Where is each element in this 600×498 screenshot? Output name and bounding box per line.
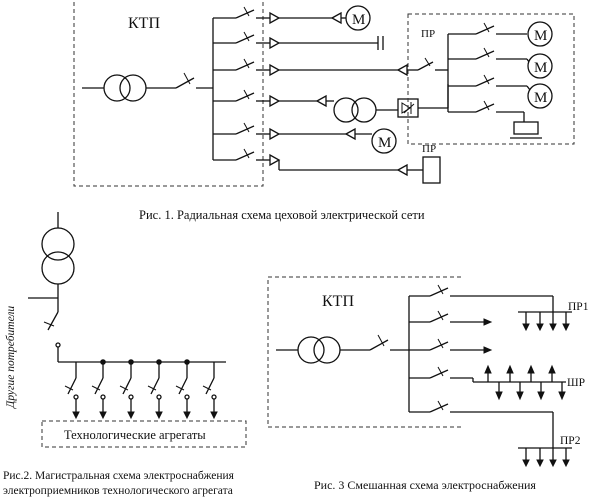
fig1-motor-1-label: M — [352, 12, 365, 28]
fig1-radial-scheme: КТП — [73, 2, 575, 222]
fig3-transformer-winding-2 — [313, 336, 341, 364]
fig1-feeders: M — [213, 5, 449, 184]
fig2-main-switch — [47, 311, 59, 331]
fig1-pr-bottom-label: ПР — [422, 143, 436, 155]
fig3-main-switch — [369, 339, 389, 351]
fig1-pr-branches: M M M — [447, 21, 553, 139]
fig2-side-label: Другие потребители — [5, 306, 17, 409]
fig1-transformer-winding-2 — [119, 74, 147, 102]
fig1-pr-motor-3-label: M — [534, 90, 547, 106]
fig1-motor-2-label: M — [378, 135, 391, 151]
fig2-main-scheme: Другие потребители Технологические агрег… — [3, 212, 247, 497]
fig1-motor-1 — [345, 5, 371, 31]
fig2-transformer-winding-2 — [41, 251, 75, 285]
fig1-main-switch — [175, 77, 195, 89]
fig1-transformer-winding-1 — [103, 74, 131, 102]
fig3-feeders: ПР1 ШР ПР2 — [409, 284, 589, 468]
fig1-pr-load — [513, 121, 539, 135]
fig3-transformer-winding-1 — [297, 336, 325, 364]
fig1-transformer-2-winding-2 — [351, 97, 377, 123]
fig3-caption: Рис. 3 Смешанная схема электроснабжения — [314, 478, 536, 492]
fig1-pr-bottom-box — [422, 156, 441, 184]
fig1-transformer-2-winding-1 — [333, 97, 359, 123]
fig3-mixed-scheme: КТП ПР1 — [267, 276, 589, 492]
fig2-caption-line2: электроприемников технологического агрег… — [3, 485, 233, 497]
fig3-pr2-label: ПР2 — [560, 435, 581, 447]
fig3-ktp-label: КТП — [322, 293, 354, 310]
fig1-pr-motor-1-label: M — [534, 28, 547, 44]
fig2-branches — [64, 359, 218, 420]
fig3-ktp-boundary — [267, 276, 461, 428]
fig1-pr-top-label: ПР — [421, 28, 435, 40]
fig2-box-label: Технологические агрегаты — [64, 428, 206, 442]
fig1-ktp-label: КТП — [128, 15, 160, 32]
fig1-pr-motor-2-label: M — [534, 60, 547, 76]
fig1-motor-2 — [371, 128, 397, 154]
fig2-caption-line1: Рис.2. Магистральная схема электроснабже… — [3, 470, 235, 482]
fig3-shr-label: ШР — [567, 377, 585, 389]
fig1-ktp-boundary — [73, 2, 264, 187]
fig1-caption: Рис. 1. Радиальная схема цеховой электри… — [139, 208, 425, 222]
fig1-pr-boundary — [407, 13, 575, 145]
fig2-technological-units-box — [41, 420, 247, 448]
fig2-transformer-winding-1 — [41, 227, 75, 261]
fig3-pr1-label: ПР1 — [568, 301, 589, 313]
